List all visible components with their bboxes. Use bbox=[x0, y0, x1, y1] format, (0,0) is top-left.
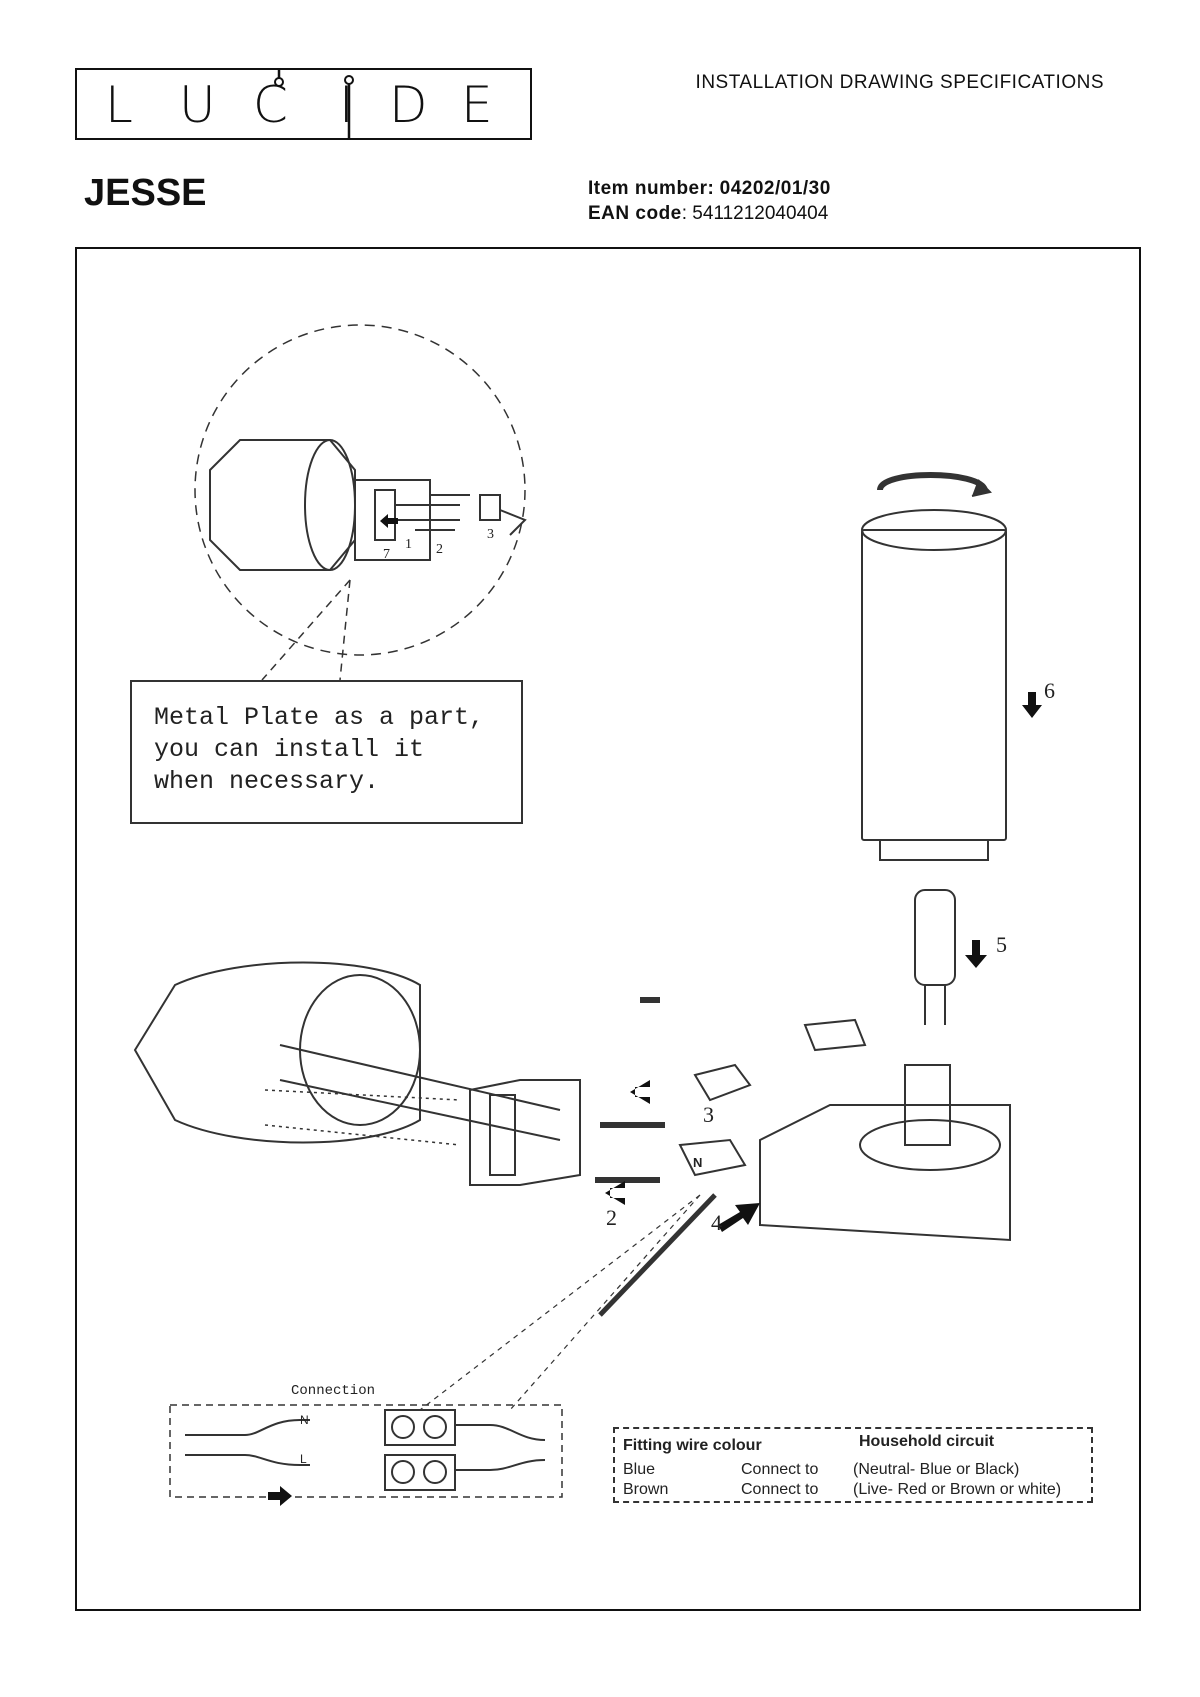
detail-box-opening bbox=[304, 439, 356, 571]
detail-wire-end bbox=[499, 509, 527, 536]
g9-bulb bbox=[914, 889, 956, 986]
wire-letter: L bbox=[300, 1452, 307, 1466]
clip-letter: N bbox=[693, 1155, 703, 1170]
detail-metal-plate bbox=[354, 479, 431, 561]
fixture-body bbox=[759, 1104, 1011, 1242]
step-number: 5 bbox=[996, 932, 1007, 957]
drawing-frame bbox=[75, 247, 1141, 1611]
arrow-down-icon bbox=[965, 940, 987, 968]
table-cell: (Live- Red or Brown or white) bbox=[853, 1481, 1062, 1498]
connection-box bbox=[169, 1404, 563, 1498]
item-number-label: Item number: bbox=[588, 178, 715, 199]
junction-box bbox=[133, 961, 421, 1144]
detail-step: 3 bbox=[487, 527, 494, 542]
hex-key bbox=[598, 1193, 717, 1317]
arrow-down-icon bbox=[1022, 692, 1042, 718]
table-cell: Connect to bbox=[741, 1481, 819, 1498]
step-number: 4 bbox=[711, 1210, 722, 1235]
ean-label: EAN code bbox=[588, 203, 682, 224]
document-type: INSTALLATION DRAWING SPECIFICATIONS bbox=[695, 72, 1104, 93]
logo-letter: L bbox=[105, 76, 133, 134]
leader-line bbox=[419, 1194, 701, 1411]
detail-zoom-circle bbox=[194, 324, 526, 656]
rotate-arrow bbox=[877, 472, 988, 492]
step-number: 3 bbox=[703, 1102, 714, 1127]
logo-letter: D bbox=[389, 76, 428, 134]
step-number: 2 bbox=[606, 1205, 617, 1230]
item-number-value: 04202/01/30 bbox=[719, 178, 831, 199]
table-header: Fitting wire colour bbox=[623, 1437, 762, 1454]
logo-letter: I bbox=[339, 76, 354, 134]
metal-plate-note: Metal Plate as a part, you can install i… bbox=[130, 680, 523, 824]
logo-letter: U bbox=[179, 76, 216, 134]
lamp-socket bbox=[904, 1064, 951, 1146]
step-number: 6 bbox=[1044, 678, 1055, 703]
guide-line bbox=[264, 1089, 461, 1146]
connector-block bbox=[384, 1454, 456, 1491]
detail-step: 1 bbox=[405, 537, 412, 552]
lamp-shade-collar bbox=[879, 839, 989, 861]
connection-label: Connection bbox=[291, 1383, 376, 1399]
lamp-shade bbox=[861, 529, 1007, 841]
plate-bracket bbox=[489, 1094, 516, 1176]
connector-block bbox=[384, 1409, 456, 1446]
detail-step: 2 bbox=[436, 542, 443, 557]
lamp-shade-top bbox=[861, 509, 1007, 551]
product-meta: Item number: 04202/01/30 EAN code: 54112… bbox=[588, 176, 831, 226]
fixture-socket-ring bbox=[859, 1119, 1001, 1171]
terminal-clip bbox=[693, 1063, 752, 1102]
table-header: Household circuit bbox=[859, 1433, 995, 1450]
logo-letter: E bbox=[461, 76, 493, 134]
logo-letter: C bbox=[253, 76, 288, 134]
table-cell: (Neutral- Blue or Black) bbox=[853, 1461, 1020, 1478]
terminal-clip bbox=[803, 1018, 867, 1052]
connection-wires-right bbox=[455, 1424, 546, 1471]
detail-bracket bbox=[374, 489, 396, 541]
mains-cable bbox=[279, 1044, 561, 1141]
terminal-clip bbox=[678, 1138, 747, 1177]
brand-logo: L U C I D E bbox=[75, 67, 532, 140]
detail-connector bbox=[479, 494, 501, 521]
leader-line bbox=[339, 579, 351, 681]
ean-value: : 5411212040404 bbox=[681, 203, 829, 224]
detail-screws bbox=[415, 494, 470, 531]
detail-junction-box bbox=[209, 439, 356, 571]
arrow-left-icon bbox=[630, 1080, 650, 1104]
wall-plate bbox=[469, 1079, 581, 1186]
table-cell: Blue bbox=[623, 1461, 656, 1478]
wire-letter: N bbox=[300, 1413, 309, 1427]
rotate-arrowhead bbox=[971, 479, 992, 497]
junction-box-opening bbox=[299, 974, 421, 1126]
table-cell: Connect to bbox=[741, 1461, 819, 1478]
detail-step: 7 bbox=[383, 547, 390, 562]
leader-line bbox=[261, 579, 351, 681]
wire-colour-table: Fitting wire colour Household circuit Bl… bbox=[613, 1427, 1093, 1503]
table-cell: Brown bbox=[623, 1481, 669, 1498]
product-name: JESSE bbox=[84, 172, 207, 214]
detail-wires bbox=[395, 504, 460, 521]
logo-lamp-mark bbox=[273, 67, 354, 140]
arrow-diagonal-icon bbox=[718, 1203, 760, 1232]
arrow-left-icon bbox=[380, 514, 398, 528]
arrow-right-icon bbox=[268, 1486, 292, 1506]
connection-wires-left bbox=[185, 1419, 310, 1466]
arrow-left-icon bbox=[605, 1181, 625, 1205]
